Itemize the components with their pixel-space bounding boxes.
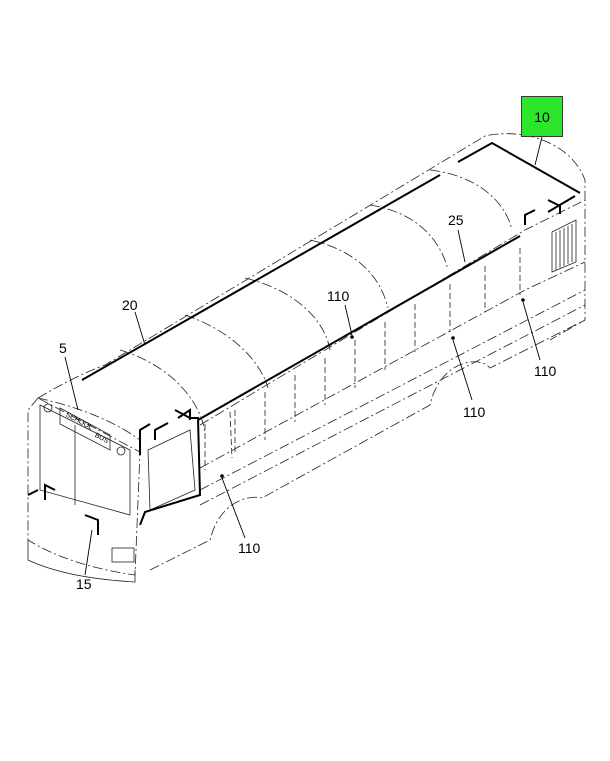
front-lower-harness-3 [27,489,39,496]
connector-dot [521,298,525,302]
leader-110-bottom [221,477,246,539]
roof-harness-right [197,235,521,421]
leader-5 [64,356,79,411]
callout-110-bottom[interactable]: 110 [238,540,261,556]
roof-harness-right-2 [547,195,576,213]
destination-sign [59,407,111,451]
callout-20[interactable]: 20 [122,297,138,313]
connector-dot [220,474,224,478]
side-rub-rail-2 [199,304,586,506]
callout-10-label: 10 [534,108,550,125]
callout-10-highlight[interactable]: 10 [521,96,563,137]
rear-grille-icon [551,219,577,273]
roof-seam-1 [119,349,206,433]
callout-110-right[interactable]: 110 [534,363,557,379]
side-rub-rail-1 [199,289,586,491]
leader-25 [457,229,466,263]
callout-15[interactable]: 15 [76,576,92,592]
callout-110-top[interactable]: 110 [327,288,350,304]
front-bumper [27,540,136,583]
headlight [111,547,135,563]
roof-bracket-right [177,408,191,420]
marker-light-left [43,403,53,413]
rear-bracket [524,209,536,225]
roof-seam-4 [309,239,389,309]
front-door [147,429,196,511]
front-corner-harness [139,423,151,455]
rear-bracket-2 [547,199,561,214]
roof-seam-6 [429,169,513,231]
roof-seam-5 [369,204,449,271]
callout-25[interactable]: 25 [448,212,464,228]
front-corner-harness-2 [139,409,202,526]
side-windows [204,248,521,470]
roof-seam-2 [184,314,269,389]
roof-front-edge [37,397,141,452]
roof-harness-left-2 [457,141,581,194]
roof-harness-left [81,174,441,381]
leader-20 [134,311,146,346]
leader-110-mid [452,339,473,401]
connector-dot [350,335,354,339]
leader-110-right [522,301,541,361]
side-bottom [149,319,586,571]
callout-5[interactable]: 5 [59,340,67,356]
side-window-top [199,199,586,426]
roof-outline [37,133,586,399]
leader-15 [84,529,93,576]
connector-dot [451,336,455,340]
roof-seam-3 [244,277,331,351]
leader-110-top [344,304,353,336]
callout-110-mid[interactable]: 110 [463,404,486,420]
marker-light-right [116,446,126,456]
windshield [39,404,131,516]
front-lower-harness [44,483,56,500]
roof-bracket-left [154,422,169,440]
front-lower-harness-2 [84,514,99,535]
leader-10 [534,136,543,166]
side-window-bottom [199,261,586,469]
